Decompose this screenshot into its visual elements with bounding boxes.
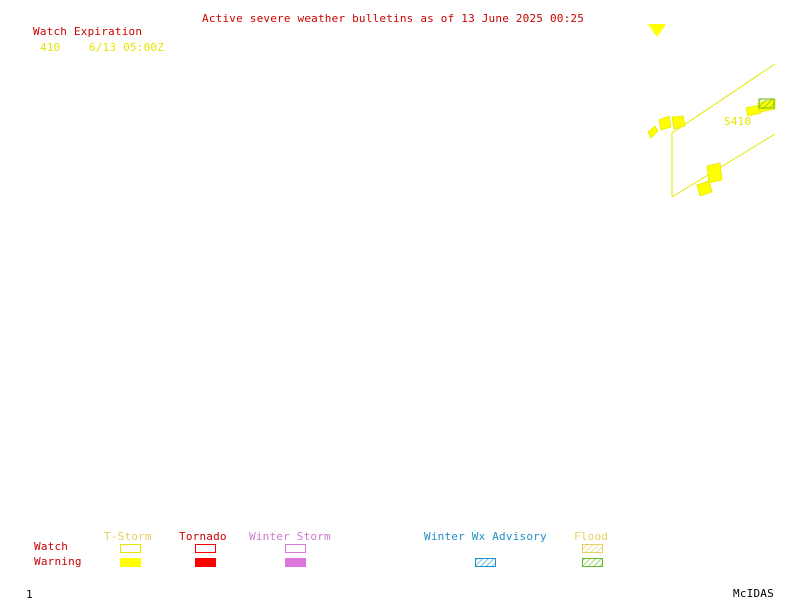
frame-number: 1 (26, 588, 33, 601)
tstorm-warning-polygons (647, 98, 776, 197)
legend-winter-storm-watch-swatch (285, 544, 306, 553)
legend-category-tstorm: T-Storm (104, 530, 152, 543)
legend-tornado-watch-swatch (195, 544, 216, 553)
legend-tornado-warning-swatch (195, 558, 216, 567)
legend-category-winter-advisory: Winter Wx Advisory (424, 530, 547, 543)
bulletin-title: Active severe weather bulletins as of 13… (202, 12, 585, 25)
legend-flood-warning-swatch (582, 558, 603, 567)
legend-winter-storm-warning-swatch (285, 558, 306, 567)
triangle-marker-icon (648, 24, 666, 37)
watch-expiration-heading: Watch Expiration (33, 25, 143, 38)
legend-tstorm-warning-swatch (120, 558, 141, 567)
legend-category-winter-storm: Winter Storm (249, 530, 331, 543)
flood-warning-polygon (758, 98, 775, 109)
legend-row-warning-label: Warning (34, 555, 82, 568)
legend-row-watch-label: Watch (34, 540, 69, 553)
watch-expiry-time: 6/13 05:00Z (89, 41, 165, 54)
legend-category-tornado: Tornado (179, 530, 227, 543)
legend-flood-watch-swatch (582, 544, 603, 553)
watch-number: 410 (40, 41, 61, 54)
watch-box-label: S410 (724, 115, 752, 128)
mcidas-branding: McIDAS (733, 587, 774, 600)
legend-tstorm-watch-swatch (120, 544, 141, 553)
watch-box-outline (671, 63, 776, 198)
legend-winter-advisory-warning-swatch (475, 558, 496, 567)
legend-category-flood: Flood (574, 530, 609, 543)
